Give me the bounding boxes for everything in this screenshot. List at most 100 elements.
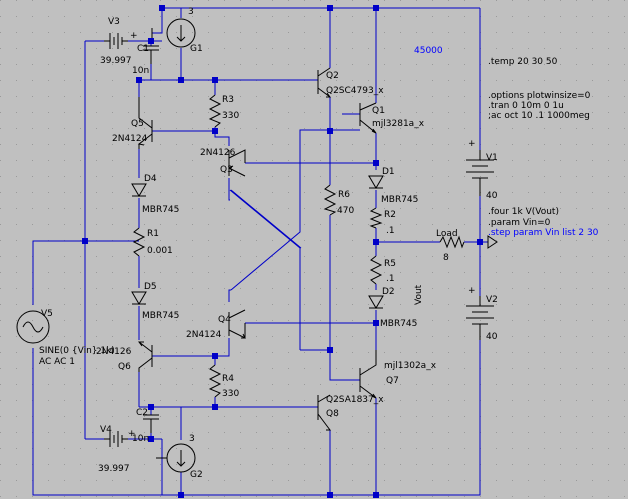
v4-plus: + [128,429,136,439]
r4-value: 330 [222,389,239,399]
q1-ref: Q1 [372,106,385,116]
d2-value: MBR745 [380,319,417,329]
junction [327,347,333,353]
v4-symbol[interactable] [104,431,128,447]
r4-ref: R4 [222,374,234,384]
c1-value: 10n [132,66,149,76]
v5-symbol[interactable] [16,310,50,344]
junction [327,5,333,11]
output-port-symbol[interactable] [487,235,498,249]
load-symbol[interactable] [439,235,465,249]
q5-symbol[interactable] [137,97,153,149]
d4-value: MBR745 [142,205,179,215]
junction [477,239,483,245]
q1-symbol[interactable] [359,102,377,134]
g1-symbol[interactable] [151,18,196,48]
d4-symbol[interactable] [131,183,147,197]
junction [212,353,218,359]
v4-value: 39.997 [98,464,130,474]
v3-ref: V3 [108,17,120,27]
junctions [82,5,483,498]
q6-symbol[interactable] [138,341,153,372]
q2-ref: Q2 [326,71,339,81]
q8-symbol[interactable] [317,394,331,431]
vout-net-label: Vout [414,284,424,305]
directive-step: .step param Vin list 2 30 [488,228,599,238]
v1-value: 40 [486,191,498,201]
junction [373,239,379,245]
directive-options: .options plotwinsize=0 [488,91,591,101]
g2-ref: G2 [190,470,203,480]
v1-ref: V1 [486,153,498,163]
q6-ref: Q6 [118,362,131,372]
junction [212,404,218,410]
r1-symbol[interactable] [132,227,146,257]
d2-ref: D2 [382,287,395,297]
q5-ref: Q5 [131,119,144,129]
junction [148,404,154,410]
wire-bottom-rail [32,348,376,496]
r1-value: 0.001 [147,246,173,256]
q5-value: 2N4124 [112,134,148,144]
q3-symbol[interactable] [228,149,246,177]
junction [212,77,218,83]
v2-symbol[interactable] [466,296,494,340]
d1-value: MBR745 [381,195,418,205]
c2-symbol[interactable] [143,414,159,433]
r3-ref: R3 [222,95,234,105]
r5-ref: R5 [384,259,396,269]
r1-ref: R1 [147,229,159,239]
junction [373,320,379,326]
v2-plus: + [468,286,476,296]
r6-ref: R6 [338,190,350,200]
g2-symbol[interactable] [156,443,196,473]
q7-ref: Q7 [386,376,399,386]
v4-ref: V4 [100,425,112,435]
v3-value: 39.997 [100,56,132,66]
junction [148,436,154,442]
q2-value: Q2SC4793_x [326,86,384,96]
c1-symbol[interactable] [143,45,159,64]
junction [373,5,379,11]
v5-ac: AC AC 1 [39,357,75,367]
v3-symbol[interactable] [104,33,128,49]
r3-symbol[interactable] [208,94,222,128]
v3-plus: + [130,31,138,41]
q6-value: 2N4126 [96,347,132,357]
load-ref: Load [436,229,458,239]
q3-ref: Q3 [220,165,233,175]
q7-symbol[interactable] [359,350,377,399]
q4-symbol[interactable] [228,309,246,339]
r3-value: 330 [222,111,239,121]
r2-value: .1 [386,226,395,236]
q8-ref: Q8 [326,409,339,419]
wire-q4-base-link [215,338,230,357]
junction [327,492,333,498]
r2-symbol[interactable] [369,207,383,229]
junction [373,160,379,166]
r5-value: .1 [386,274,395,284]
v1-plus: + [468,139,476,149]
g1-ref: G1 [190,44,203,54]
symbols [16,18,498,473]
d1-symbol[interactable] [368,175,384,189]
r5-symbol[interactable] [369,255,383,285]
q4-ref: Q4 [218,315,231,325]
c2-value: 10n [132,434,149,444]
r4-symbol[interactable] [208,364,222,398]
d5-symbol[interactable] [131,291,147,305]
wire-q4-emitter [228,289,231,302]
spice-directives[interactable]: .temp 20 30 50 .options plotwinsize=0 .t… [488,57,599,238]
q1-value: mjl3281a_x [372,119,425,129]
q2-symbol[interactable] [317,67,331,98]
d2-symbol[interactable] [368,295,384,309]
directive-four: .four 1k V(Vout) [488,207,559,217]
r6-symbol[interactable] [323,184,337,216]
v1-symbol[interactable] [466,150,494,196]
junction [148,38,154,44]
q3-value: 2N4126 [200,148,236,158]
directive-ac: ;ac oct 10 .1 1000meg [488,111,590,121]
wire-v2-bottom [376,340,481,496]
